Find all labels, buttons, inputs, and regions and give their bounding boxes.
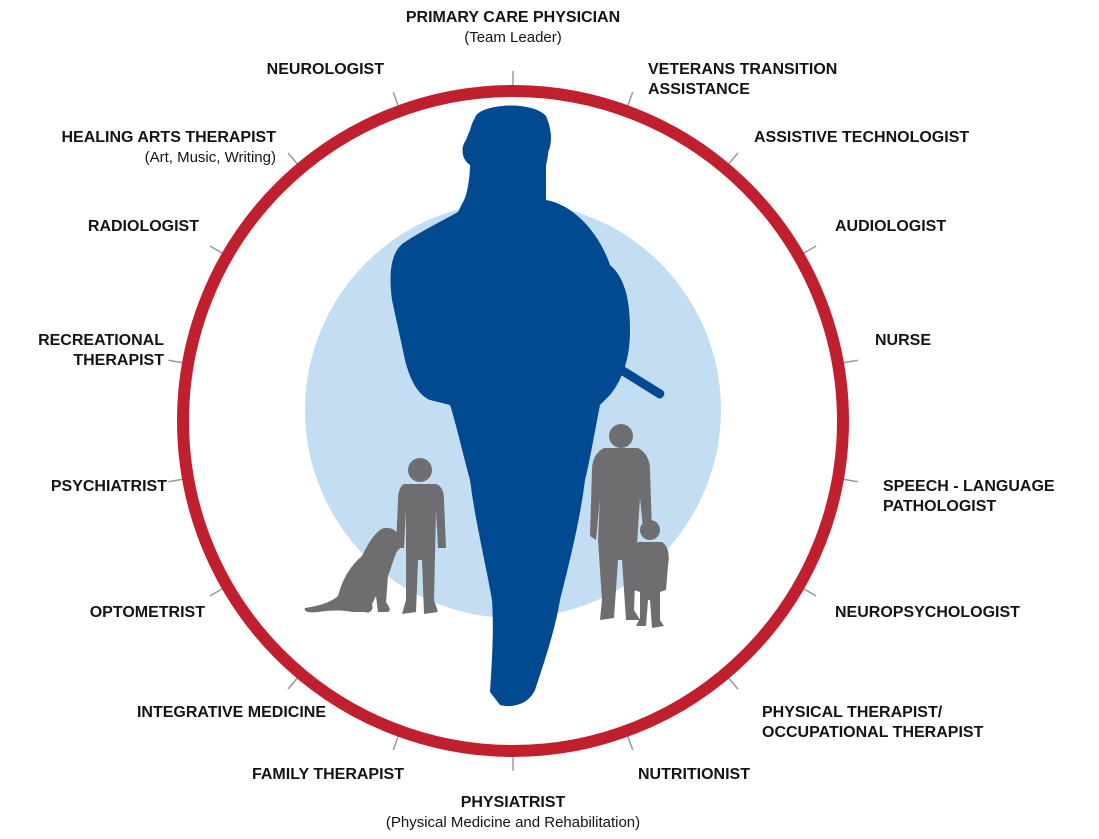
role-title-line: VETERANS TRANSITION — [648, 61, 838, 78]
role-neurologist: NEUROLOGIST — [267, 60, 384, 80]
tick-neuropsychologist — [801, 587, 817, 597]
role-title: RADIOLOGIST — [87, 218, 199, 235]
role-optometrist: OPTOMETRIST — [90, 603, 205, 623]
role-family-therapist: FAMILY THERAPIST — [252, 765, 404, 785]
tick-physical-occupational-therapist — [727, 676, 739, 690]
role-nurse: NURSE — [875, 331, 931, 351]
tick-radiologist — [209, 245, 225, 255]
role-title: NUTRITIONIST — [638, 766, 750, 783]
role-title: HEALING ARTS THERAPIST — [61, 129, 276, 146]
role-audiologist: AUDIOLOGIST — [835, 217, 946, 237]
boy-silhouette-icon — [396, 458, 446, 614]
soldier-silhouette-icon — [390, 105, 665, 707]
role-title: PHYSIATRIST — [460, 794, 566, 811]
outer-ring — [177, 85, 849, 757]
role-physical-occupational-therapist: PHYSICAL THERAPIST/OCCUPATIONAL THERAPIS… — [762, 703, 983, 743]
ring-ticks — [168, 71, 858, 771]
role-speech-language-pathologist: SPEECH - LANGUAGE PATHOLOGIST — [883, 477, 1055, 517]
tick-nurse — [841, 359, 858, 364]
role-title-line: OCCUPATIONAL THERAPIST — [762, 724, 984, 741]
tick-nutritionist — [626, 734, 634, 751]
role-title: PSYCHIATRIST — [50, 478, 167, 495]
role-title: PRIMARY CARE PHYSICIAN — [405, 9, 621, 26]
role-integrative-medicine: INTEGRATIVE MEDICINE — [137, 703, 326, 723]
role-primary-care-physician: PRIMARY CARE PHYSICIAN (Team Leader) — [406, 8, 620, 48]
tick-family-therapist — [392, 734, 400, 751]
role-title-line: RECREATIONAL — [38, 332, 164, 349]
child-silhouette-icon — [632, 520, 669, 628]
tick-speech-language-pathologist — [841, 478, 858, 483]
role-neuropsychologist: NEUROPSYCHOLOGIST — [835, 603, 1020, 623]
role-title: ASSISTIVE TECHNOLOGIST — [754, 129, 970, 146]
dog-silhouette-icon — [304, 527, 403, 613]
role-healing-arts-therapist: HEALING ARTS THERAPIST (Art, Music, Writi… — [61, 128, 276, 168]
tick-recreational-therapist — [168, 359, 185, 364]
tick-integrative-medicine — [287, 676, 299, 690]
role-title: FAMILY THERAPIST — [251, 766, 404, 783]
tick-veterans-transition-assistance — [626, 91, 634, 108]
role-title-line: PATHOLOGIST — [883, 498, 997, 515]
role-subtitle: (Team Leader) — [464, 29, 562, 46]
role-nutritionist: NUTRITIONIST — [638, 765, 750, 785]
role-veterans-transition-assistance: VETERANS TRANSITION ASSISTANCE — [648, 60, 837, 100]
role-physiatrist: PHYSIATRIST (Physical Medicine and Rehabi… — [386, 793, 640, 833]
role-subtitle: (Physical Medicine and Rehabilitation) — [385, 814, 641, 831]
role-assistive-technologist: ASSISTIVE TECHNOLOGIST — [754, 128, 969, 148]
role-psychiatrist: PSYCHIATRIST — [51, 477, 167, 497]
role-title: OPTOMETRIST — [89, 604, 205, 621]
tick-psychiatrist — [168, 478, 185, 483]
tick-healing-arts-therapist — [287, 152, 299, 166]
role-recreational-therapist: RECREATIONAL THERAPIST — [38, 331, 164, 371]
role-title: NURSE — [875, 332, 932, 349]
tick-neurologist — [392, 91, 400, 108]
role-title: AUDIOLOGIST — [835, 218, 947, 235]
tick-assistive-technologist — [727, 152, 739, 166]
role-title-line: THERAPIST — [73, 352, 164, 369]
role-title: NEUROPSYCHOLOGIST — [835, 604, 1020, 621]
role-radiologist: RADIOLOGIST — [88, 217, 199, 237]
role-title: NEUROLOGIST — [266, 61, 384, 78]
role-subtitle: (Art, Music, Writing) — [144, 149, 276, 166]
role-title-line: SPEECH - LANGUAGE — [883, 478, 1055, 495]
role-title-line: PHYSICAL THERAPIST/ — [762, 704, 943, 721]
tick-optometrist — [209, 587, 225, 597]
tick-audiologist — [801, 245, 817, 255]
woman-silhouette-icon — [590, 424, 652, 620]
role-title: INTEGRATIVE MEDICINE — [136, 704, 326, 721]
role-title-line: ASSISTANCE — [648, 81, 750, 98]
